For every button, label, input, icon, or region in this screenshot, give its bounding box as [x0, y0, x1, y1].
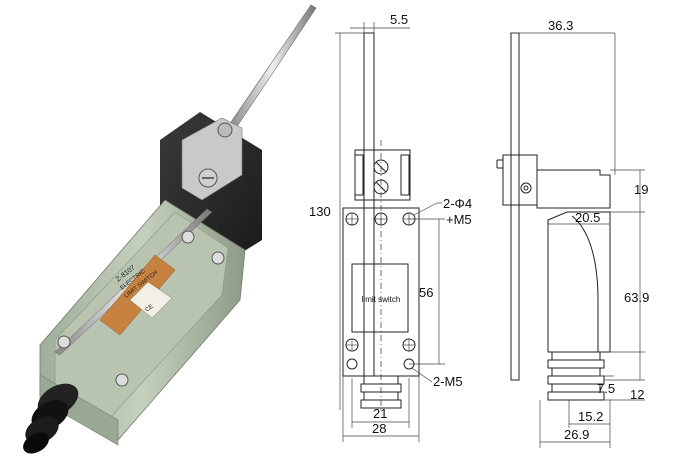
dim-hole-spacing: 56: [419, 285, 433, 300]
dim-inner-width: 21: [373, 406, 387, 421]
dim-head-height: 19: [634, 182, 648, 197]
side-view-drawing: 36.3 19 20.5 63.9 7.5 12 15.2 26.9: [496, 18, 649, 448]
front-rod: [363, 32, 375, 377]
dim-thread-label: 2-M5: [433, 374, 463, 389]
head-screw-icon: [373, 159, 389, 175]
body-screw-icon: [211, 251, 225, 265]
dim-outer-width: 28: [372, 421, 386, 436]
body-screw-icon: [115, 373, 129, 387]
cable-gland: [23, 383, 79, 454]
product-photo: Z-8107 ELECTRIC LIMIT SWITCH CE: [23, 4, 317, 454]
dim-offset: 20.5: [575, 210, 600, 225]
dim-hole-thread-label: +M5: [446, 212, 472, 227]
side-gland: [547, 351, 605, 401]
dim-lower-a: 7.5: [597, 381, 615, 396]
dim-hole-label: 2-Φ4: [443, 196, 472, 211]
body-screw-icon: [181, 230, 195, 244]
ce-mark: CE: [145, 304, 155, 314]
thread-hole-icon: [346, 358, 358, 370]
front-view-drawing: limit switch 5.5 130 2-Φ4 +M5: [309, 12, 472, 442]
bracket-screw-icon: [217, 122, 233, 138]
actuator-rod: [228, 4, 317, 129]
side-rod: [510, 32, 520, 381]
dim-rod-width: 5.5: [390, 12, 408, 27]
dim-base-width: 15.2: [578, 409, 603, 424]
dim-overall-height: 130: [309, 204, 331, 219]
dim-lower-b: 12: [630, 387, 644, 402]
mounting-bracket: [181, 117, 243, 201]
front-label-plate: [351, 263, 409, 333]
dim-overall-width: 26.9: [564, 427, 589, 442]
side-housing: [536, 169, 611, 209]
dim-body-height: 63.9: [624, 290, 649, 305]
side-body: [547, 211, 611, 353]
body-screw-icon: [57, 335, 71, 349]
dim-top-width: 36.3: [548, 18, 573, 33]
side-pivot-icon: [520, 182, 532, 194]
side-head: [502, 154, 538, 206]
